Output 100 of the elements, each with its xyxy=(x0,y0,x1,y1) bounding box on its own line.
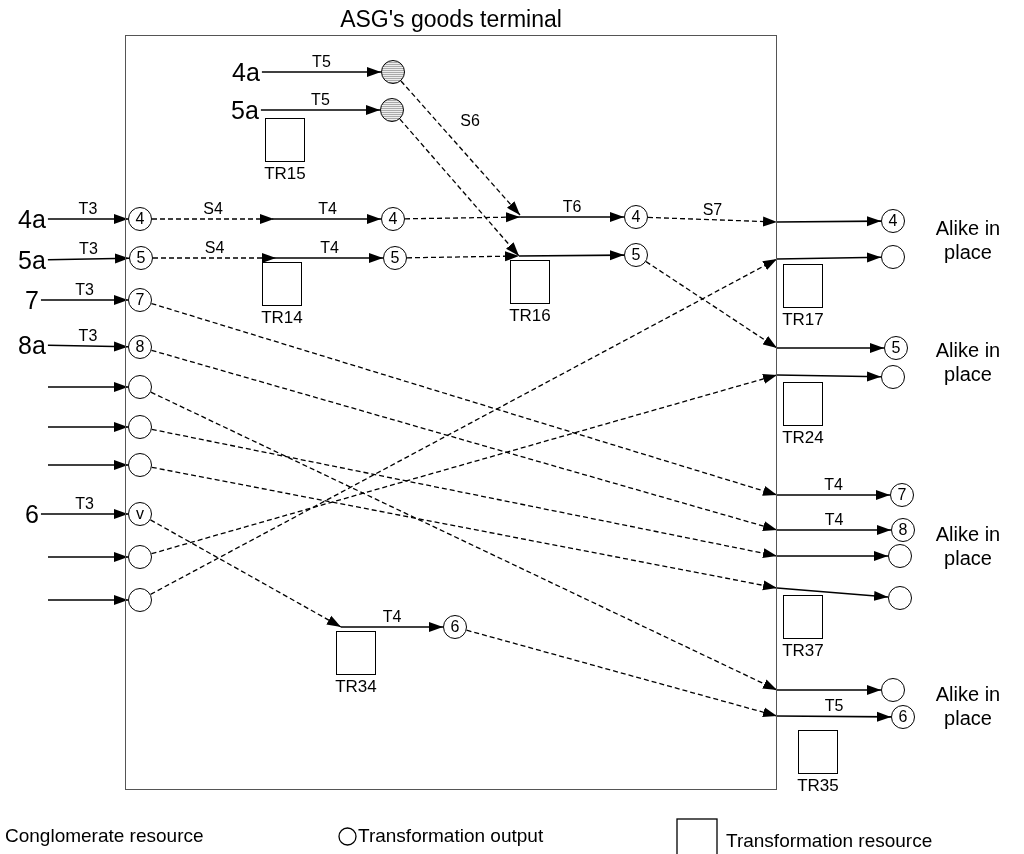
edge-label: S4 xyxy=(203,239,226,256)
edge-label: T4 xyxy=(823,511,845,528)
place-circle xyxy=(128,588,152,612)
place-circle: 4 xyxy=(381,207,405,231)
dashed-arrow xyxy=(400,80,521,216)
resource-name: TR17 xyxy=(782,310,824,330)
place-circle xyxy=(128,415,152,439)
resource-name: TR16 xyxy=(509,306,551,326)
arrow xyxy=(776,685,882,695)
resource-label: 5a xyxy=(231,96,259,124)
conglomerate-circle xyxy=(380,98,404,122)
arrow xyxy=(776,371,882,382)
place-circle: 5 xyxy=(884,336,908,360)
resource-label: 5a xyxy=(18,246,46,274)
arrow xyxy=(47,253,130,264)
dashed-arrow xyxy=(465,629,778,718)
place-circle: 7 xyxy=(128,288,152,312)
dashed-arrow xyxy=(151,466,778,591)
arrow xyxy=(260,105,381,115)
arrow xyxy=(776,216,882,227)
place-circle: 5 xyxy=(624,243,648,267)
place-circle: 8 xyxy=(128,335,152,359)
dashed-arrow xyxy=(149,519,342,628)
place-circle xyxy=(888,586,912,610)
arrow xyxy=(47,214,129,224)
place-circle xyxy=(888,544,912,568)
resource-name: TR34 xyxy=(335,677,377,697)
arrow xyxy=(776,490,891,500)
edge-label: T3 xyxy=(74,281,95,298)
place-circle: 8 xyxy=(891,518,915,542)
arrow xyxy=(47,595,129,605)
arrow xyxy=(776,587,889,601)
arrow xyxy=(275,253,384,263)
arrow xyxy=(340,622,444,632)
edge-label: T5 xyxy=(311,53,332,70)
resource-label: 4a xyxy=(18,205,46,233)
legend-label: Transformation resource xyxy=(726,830,933,852)
terminal-title: ASG's goods terminal xyxy=(339,5,563,33)
arrow xyxy=(47,460,129,470)
resource-label: 4a xyxy=(232,58,260,86)
arrow xyxy=(518,250,625,261)
place-note: Alike in place xyxy=(934,338,1002,386)
arrow xyxy=(40,509,129,519)
arrow xyxy=(273,214,382,224)
arrow xyxy=(47,422,129,432)
resource-name: TR15 xyxy=(264,164,306,184)
edge-label: S6 xyxy=(459,112,481,129)
place-note: Alike in place xyxy=(934,216,1002,264)
edge-label: T3 xyxy=(77,200,99,217)
resource-name: TR24 xyxy=(782,428,824,448)
place-circle: v xyxy=(128,502,152,526)
dashed-arrow xyxy=(152,253,277,263)
place-circle xyxy=(128,453,152,477)
resource-name: TR37 xyxy=(782,641,824,661)
dashed-arrow xyxy=(404,212,521,223)
dashed-arrow xyxy=(406,251,520,262)
place-circle: 7 xyxy=(890,483,914,507)
resource-label: 8a xyxy=(18,331,46,359)
arrow xyxy=(776,711,892,722)
place-circle: 6 xyxy=(891,705,915,729)
legend-label: Transformation output xyxy=(358,825,544,847)
arrow xyxy=(47,382,129,392)
dashed-arrow xyxy=(150,374,778,555)
place-circle xyxy=(128,375,152,399)
dashed-arrow xyxy=(645,260,778,349)
conglomerate-circle xyxy=(381,60,405,84)
place-circle xyxy=(881,245,905,269)
edge-label: T5 xyxy=(310,91,331,108)
arrow xyxy=(519,212,625,222)
place-circle: 5 xyxy=(383,246,407,270)
edge-label: S4 xyxy=(202,200,224,217)
arrow xyxy=(776,551,889,561)
dashed-arrow xyxy=(151,428,778,559)
dashed-arrow xyxy=(150,302,778,496)
resource-label: 6 xyxy=(25,500,39,528)
edge-label: T3 xyxy=(74,495,95,512)
resource-name: TR35 xyxy=(797,776,839,796)
place-circle xyxy=(128,545,152,569)
edge-label: S7 xyxy=(701,200,724,218)
legend-label: Conglomerate resource xyxy=(5,825,204,847)
edge-label: T4 xyxy=(823,476,844,493)
place-circle: 4 xyxy=(128,207,152,231)
dashed-arrow xyxy=(150,391,778,691)
place-circle: 5 xyxy=(129,246,153,270)
place-circle: 4 xyxy=(624,205,648,229)
arrow xyxy=(776,252,882,263)
arrow xyxy=(261,67,382,77)
resource-name: TR14 xyxy=(261,308,303,328)
edge-label: T4 xyxy=(317,200,338,217)
dashed-arrow xyxy=(150,349,778,531)
arrow xyxy=(47,552,129,562)
edge-label: T4 xyxy=(319,239,340,256)
resource-label: 7 xyxy=(25,286,39,314)
place-circle xyxy=(881,678,905,702)
edge-label: T4 xyxy=(381,608,403,625)
place-note: Alike in place xyxy=(934,682,1002,730)
dashed-arrow xyxy=(647,216,778,227)
place-circle: 6 xyxy=(443,615,467,639)
arrow xyxy=(40,295,129,305)
place-circle xyxy=(881,365,905,389)
